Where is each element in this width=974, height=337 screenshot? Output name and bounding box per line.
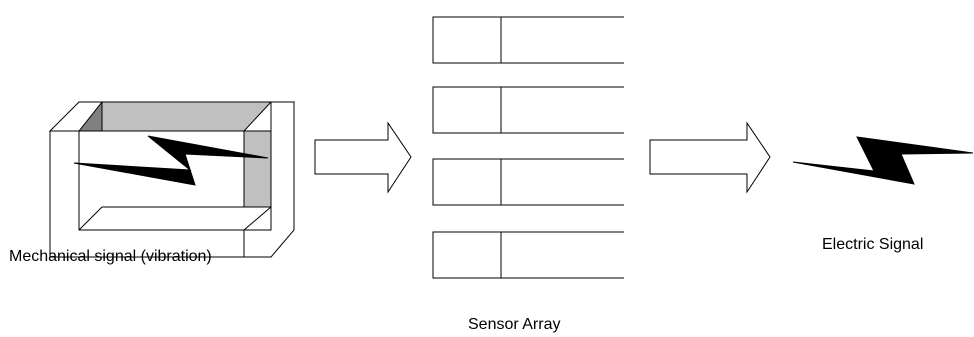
sensor-array-label: Sensor Array	[468, 316, 561, 333]
box-right-depth	[242, 205, 272, 231]
electric-signal-label: Electric Signal	[822, 236, 924, 253]
electric-bolt-icon	[792, 136, 974, 185]
block-arrow-icon	[649, 121, 771, 194]
block-arrow-icon	[314, 121, 412, 194]
sensor-element	[432, 231, 624, 279]
mechanical-box-icon	[48, 101, 296, 258]
vibration-bolt-icon	[73, 135, 269, 186]
box-bottom-floor	[77, 206, 272, 231]
sensor-element	[432, 16, 624, 64]
mechanical-signal-label: Mechanical signal (vibration)	[9, 248, 212, 265]
sensor-array	[432, 16, 624, 279]
sensor-element	[432, 86, 624, 134]
sensor-element	[432, 158, 624, 206]
